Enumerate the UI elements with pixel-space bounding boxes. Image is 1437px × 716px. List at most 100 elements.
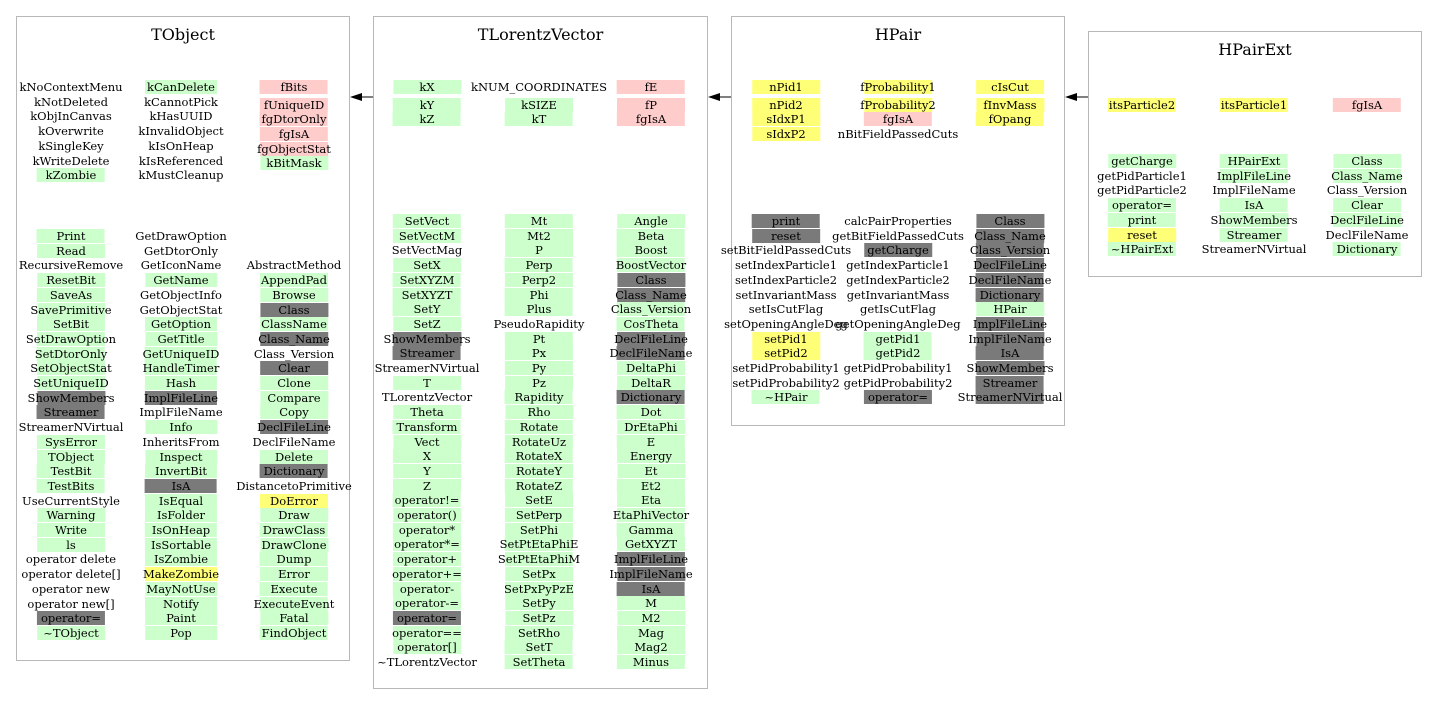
- data-member[interactable]: itsParticle2: [1107, 98, 1176, 112]
- method[interactable]: SavePrimitive: [30, 302, 112, 317]
- method[interactable]: HPair: [975, 302, 1044, 317]
- method[interactable]: Class_Name: [258, 331, 330, 346]
- method[interactable]: Class: [259, 302, 328, 317]
- method[interactable]: TestBit: [36, 464, 105, 479]
- method[interactable]: Perp: [504, 258, 573, 273]
- method[interactable]: SetPtEtaPhiE: [500, 537, 578, 552]
- method[interactable]: RotateX: [505, 449, 573, 464]
- method[interactable]: ResetBit: [36, 273, 105, 288]
- data-member[interactable]: kT: [504, 112, 573, 127]
- method[interactable]: SetDtorOnly: [35, 346, 107, 361]
- method[interactable]: HandleTimer: [143, 361, 219, 376]
- method[interactable]: SetPy: [504, 596, 573, 611]
- method[interactable]: operator*=: [393, 537, 461, 552]
- method[interactable]: Class: [1332, 154, 1401, 168]
- data-member[interactable]: kNoContextMenu: [19, 80, 122, 94]
- method[interactable]: ImplFileLine: [1217, 168, 1291, 183]
- method[interactable]: Streamer: [393, 346, 461, 361]
- data-member[interactable]: fOpang: [975, 112, 1044, 127]
- method[interactable]: print: [751, 214, 820, 228]
- method[interactable]: P: [505, 243, 573, 258]
- method[interactable]: print: [1107, 212, 1176, 227]
- method[interactable]: SetPhi: [504, 522, 573, 537]
- method[interactable]: DeclFileLine: [257, 420, 331, 435]
- method[interactable]: Compare: [260, 390, 328, 405]
- method[interactable]: SetX: [393, 258, 461, 273]
- data-member[interactable]: fProbability2: [860, 97, 936, 112]
- method[interactable]: operator==: [392, 625, 462, 640]
- method[interactable]: ls: [37, 537, 105, 552]
- method[interactable]: Pop: [145, 625, 217, 640]
- method[interactable]: StreamerNVirtual: [375, 361, 480, 375]
- data-member[interactable]: kMustCleanup: [139, 168, 224, 182]
- method[interactable]: getIsCutFlag: [860, 302, 936, 316]
- method[interactable]: SetPz: [504, 610, 573, 625]
- data-member[interactable]: fgIsA: [1333, 98, 1401, 112]
- method[interactable]: setOpeningAngleDeg: [724, 317, 848, 331]
- method[interactable]: getPidProbability2: [844, 376, 953, 390]
- method[interactable]: operator=: [1108, 198, 1176, 213]
- method[interactable]: setPidProbability1: [732, 361, 839, 375]
- data-member[interactable]: kSIZE: [505, 97, 573, 112]
- method[interactable]: ImplFileName: [1212, 183, 1295, 197]
- method[interactable]: operator+=: [392, 566, 462, 581]
- method[interactable]: Error: [260, 567, 328, 582]
- method[interactable]: RotateUz: [505, 434, 573, 449]
- method[interactable]: Inspect: [145, 449, 217, 464]
- method[interactable]: AbstractMethod: [247, 258, 342, 272]
- method[interactable]: Draw: [259, 508, 328, 523]
- method[interactable]: Copy: [260, 405, 328, 420]
- method[interactable]: Eta: [617, 493, 685, 508]
- method[interactable]: DrEtaPhi: [616, 419, 685, 434]
- method[interactable]: ImplFileLine: [144, 390, 218, 405]
- method[interactable]: PseudoRapidity: [494, 317, 585, 331]
- method[interactable]: Beta: [616, 228, 685, 243]
- method[interactable]: SetZ: [392, 316, 461, 331]
- method[interactable]: SetUniqueID: [33, 376, 109, 390]
- method[interactable]: ShowMembers: [1210, 212, 1298, 227]
- method[interactable]: StreamerNVirtual: [1202, 242, 1307, 256]
- method[interactable]: Dot: [616, 405, 685, 420]
- data-member[interactable]: fgObjectStat: [257, 141, 331, 156]
- method[interactable]: calcPairProperties: [844, 214, 952, 228]
- method[interactable]: IsA: [145, 478, 217, 493]
- data-member[interactable]: kOverwrite: [38, 124, 104, 138]
- method[interactable]: Execute: [260, 581, 328, 596]
- method[interactable]: InheritsFrom: [142, 435, 219, 449]
- method[interactable]: SetBit: [37, 317, 105, 332]
- method[interactable]: setIndexParticle2: [735, 273, 837, 287]
- method[interactable]: Pz: [504, 375, 573, 390]
- method[interactable]: DeltaPhi: [616, 361, 685, 375]
- method[interactable]: MakeZombie: [143, 567, 219, 582]
- method[interactable]: TLorentzVector: [382, 390, 472, 404]
- method[interactable]: Theta: [393, 405, 461, 420]
- method[interactable]: Mt: [505, 214, 573, 228]
- method[interactable]: Mag2: [617, 640, 685, 655]
- data-member[interactable]: kIsReferenced: [139, 154, 223, 168]
- method[interactable]: SetObjectStat: [30, 361, 112, 376]
- method[interactable]: ~TLorentzVector: [377, 655, 477, 669]
- method[interactable]: SetT: [504, 640, 573, 655]
- method[interactable]: RotateY: [505, 463, 573, 478]
- method[interactable]: operator*: [393, 522, 461, 537]
- method[interactable]: Dictionary: [259, 464, 328, 479]
- method[interactable]: Info: [144, 420, 217, 435]
- method[interactable]: Rapidity: [504, 390, 573, 405]
- data-member[interactable]: kCanDelete: [145, 80, 217, 94]
- method[interactable]: SetE: [504, 493, 573, 508]
- data-member[interactable]: nPid2: [751, 97, 820, 112]
- method[interactable]: setBitFieldPassedCuts: [721, 243, 851, 257]
- data-member[interactable]: kZ: [393, 112, 461, 127]
- method[interactable]: Fatal: [260, 611, 328, 626]
- method[interactable]: SetVectM: [392, 228, 461, 243]
- method[interactable]: IsA: [1220, 198, 1288, 213]
- method[interactable]: ~HPairExt: [1107, 242, 1176, 257]
- method[interactable]: DrawClass: [260, 523, 328, 537]
- method[interactable]: operator!=: [393, 493, 461, 508]
- method[interactable]: DeclFileLine: [973, 258, 1047, 273]
- method[interactable]: getOpeningAngleDeg: [835, 317, 960, 331]
- data-member[interactable]: fUniqueID: [260, 97, 328, 112]
- method[interactable]: E: [617, 434, 685, 449]
- method[interactable]: Streamer: [1220, 227, 1288, 242]
- method[interactable]: SetDrawOption: [26, 331, 116, 346]
